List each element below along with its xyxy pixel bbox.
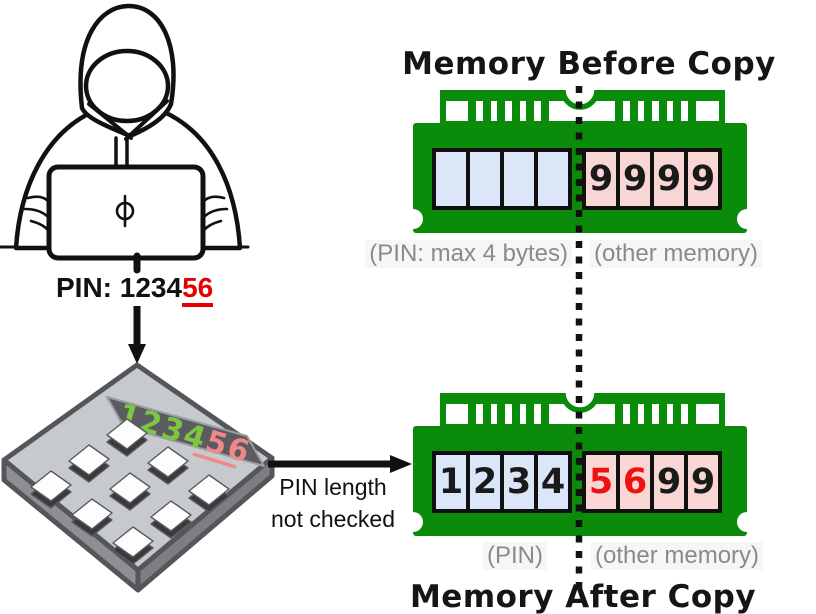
connector-teeth	[468, 404, 696, 425]
before-pin-cells	[432, 148, 572, 210]
phi-logo-icon	[115, 194, 135, 228]
hacker-face	[83, 48, 171, 124]
memory-cell: 9	[654, 152, 684, 206]
before-other-region-label: (other memory)	[590, 240, 763, 268]
before-pin-region-label: (PIN: max 4 bytes)	[365, 240, 572, 268]
memory-cell	[504, 152, 534, 206]
right-arrow-icon	[268, 455, 412, 473]
display-overflow-underline	[192, 452, 237, 469]
pin-caption-overflow: 56	[182, 272, 214, 307]
hand-strokes	[23, 195, 229, 233]
after-other-region-label: (other memory)	[591, 542, 764, 570]
hood-drawstrings	[114, 136, 129, 169]
memory-before-title: Memory Before Copy	[402, 46, 776, 82]
memory-cell: 9	[688, 455, 718, 509]
copy-arrow-label: PIN length not checked	[271, 471, 395, 535]
after-pin-region-label: (PIN)	[483, 542, 547, 570]
memory-cell: 9	[620, 152, 650, 206]
keypad-top-face	[1, 362, 275, 573]
memory-cell: 4	[538, 455, 568, 509]
memory-cell: 6	[620, 455, 650, 509]
pin-caption-ok: PIN: 1234	[56, 272, 183, 303]
copy-arrow-label-line2: not checked	[270, 506, 396, 532]
memory-cell: 9	[586, 152, 616, 206]
pin-caption: PIN: 123456	[56, 272, 214, 307]
memory-cell: 3	[504, 455, 534, 509]
keypad-device-icon: 123456	[1, 362, 275, 593]
memory-cell: 9	[688, 152, 718, 206]
memory-cell: 9	[654, 455, 684, 509]
copy-arrow-label-line1: PIN length	[279, 474, 387, 500]
down-arrow-icon	[128, 306, 146, 364]
memory-cell	[470, 152, 500, 206]
memory-cell	[538, 152, 568, 206]
memory-cell: 1	[436, 455, 466, 509]
connector-teeth	[468, 101, 696, 122]
memory-after-title: Memory After Copy	[409, 579, 757, 614]
memory-cell: 5	[586, 455, 616, 509]
memory-cell: 2	[470, 455, 500, 509]
keypad-keys	[30, 418, 230, 565]
hacker-icon	[0, 3, 250, 274]
memory-cell	[436, 152, 466, 206]
keypad-display	[106, 396, 265, 467]
hood-drape	[87, 99, 169, 141]
